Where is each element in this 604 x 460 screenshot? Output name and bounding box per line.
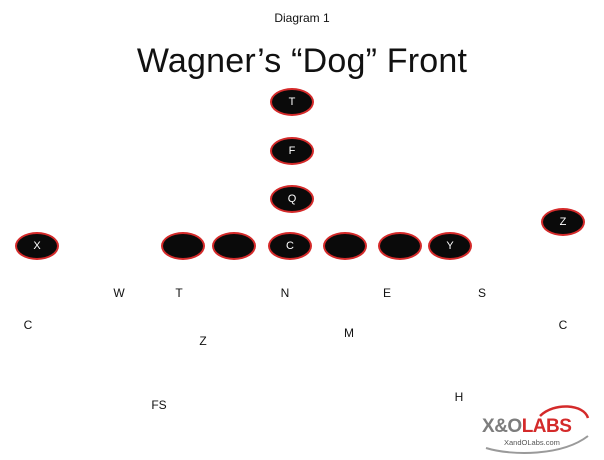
offense-right-guard xyxy=(323,232,367,260)
offense-player-f: F xyxy=(270,137,314,165)
offense-left-guard xyxy=(212,232,256,260)
defense-label-w: W xyxy=(113,286,125,300)
defense-label-n: N xyxy=(280,286,290,300)
xo-labs-logo: X&OLABS XandOLabs.com xyxy=(482,404,592,456)
defense-label-z: Z xyxy=(199,334,207,348)
logo-labs: LABS xyxy=(521,416,572,437)
logo-o: O xyxy=(507,416,522,437)
defense-label-h: H xyxy=(454,390,464,404)
logo-url: XandOLabs.com xyxy=(504,438,560,447)
logo-swoosh-icon xyxy=(485,405,590,454)
defense-label-t: T xyxy=(175,286,183,300)
offense-player-q: Q xyxy=(270,185,314,213)
offense-player-y: Y xyxy=(428,232,472,260)
offense-right-tackle xyxy=(378,232,422,260)
offense-left-tackle xyxy=(161,232,205,260)
logo-wordmark: X&OLABS xyxy=(482,416,572,438)
diagram-title: Wagner’s “Dog” Front xyxy=(136,42,468,80)
offense-player-t: T xyxy=(270,88,314,116)
logo-amp: & xyxy=(494,416,508,437)
offense-player-z: Z xyxy=(541,208,585,236)
defense-label-c-right: C xyxy=(558,318,568,332)
defense-label-s: S xyxy=(477,286,487,300)
defense-label-fs: FS xyxy=(151,398,167,412)
logo-x: X xyxy=(482,416,495,437)
defense-label-c-left: C xyxy=(23,318,33,332)
defense-label-m: M xyxy=(344,326,354,340)
offense-player-x: X xyxy=(15,232,59,260)
offense-center: C xyxy=(268,232,312,260)
defense-label-e: E xyxy=(382,286,392,300)
diagram-caption: Diagram 1 xyxy=(274,11,330,25)
